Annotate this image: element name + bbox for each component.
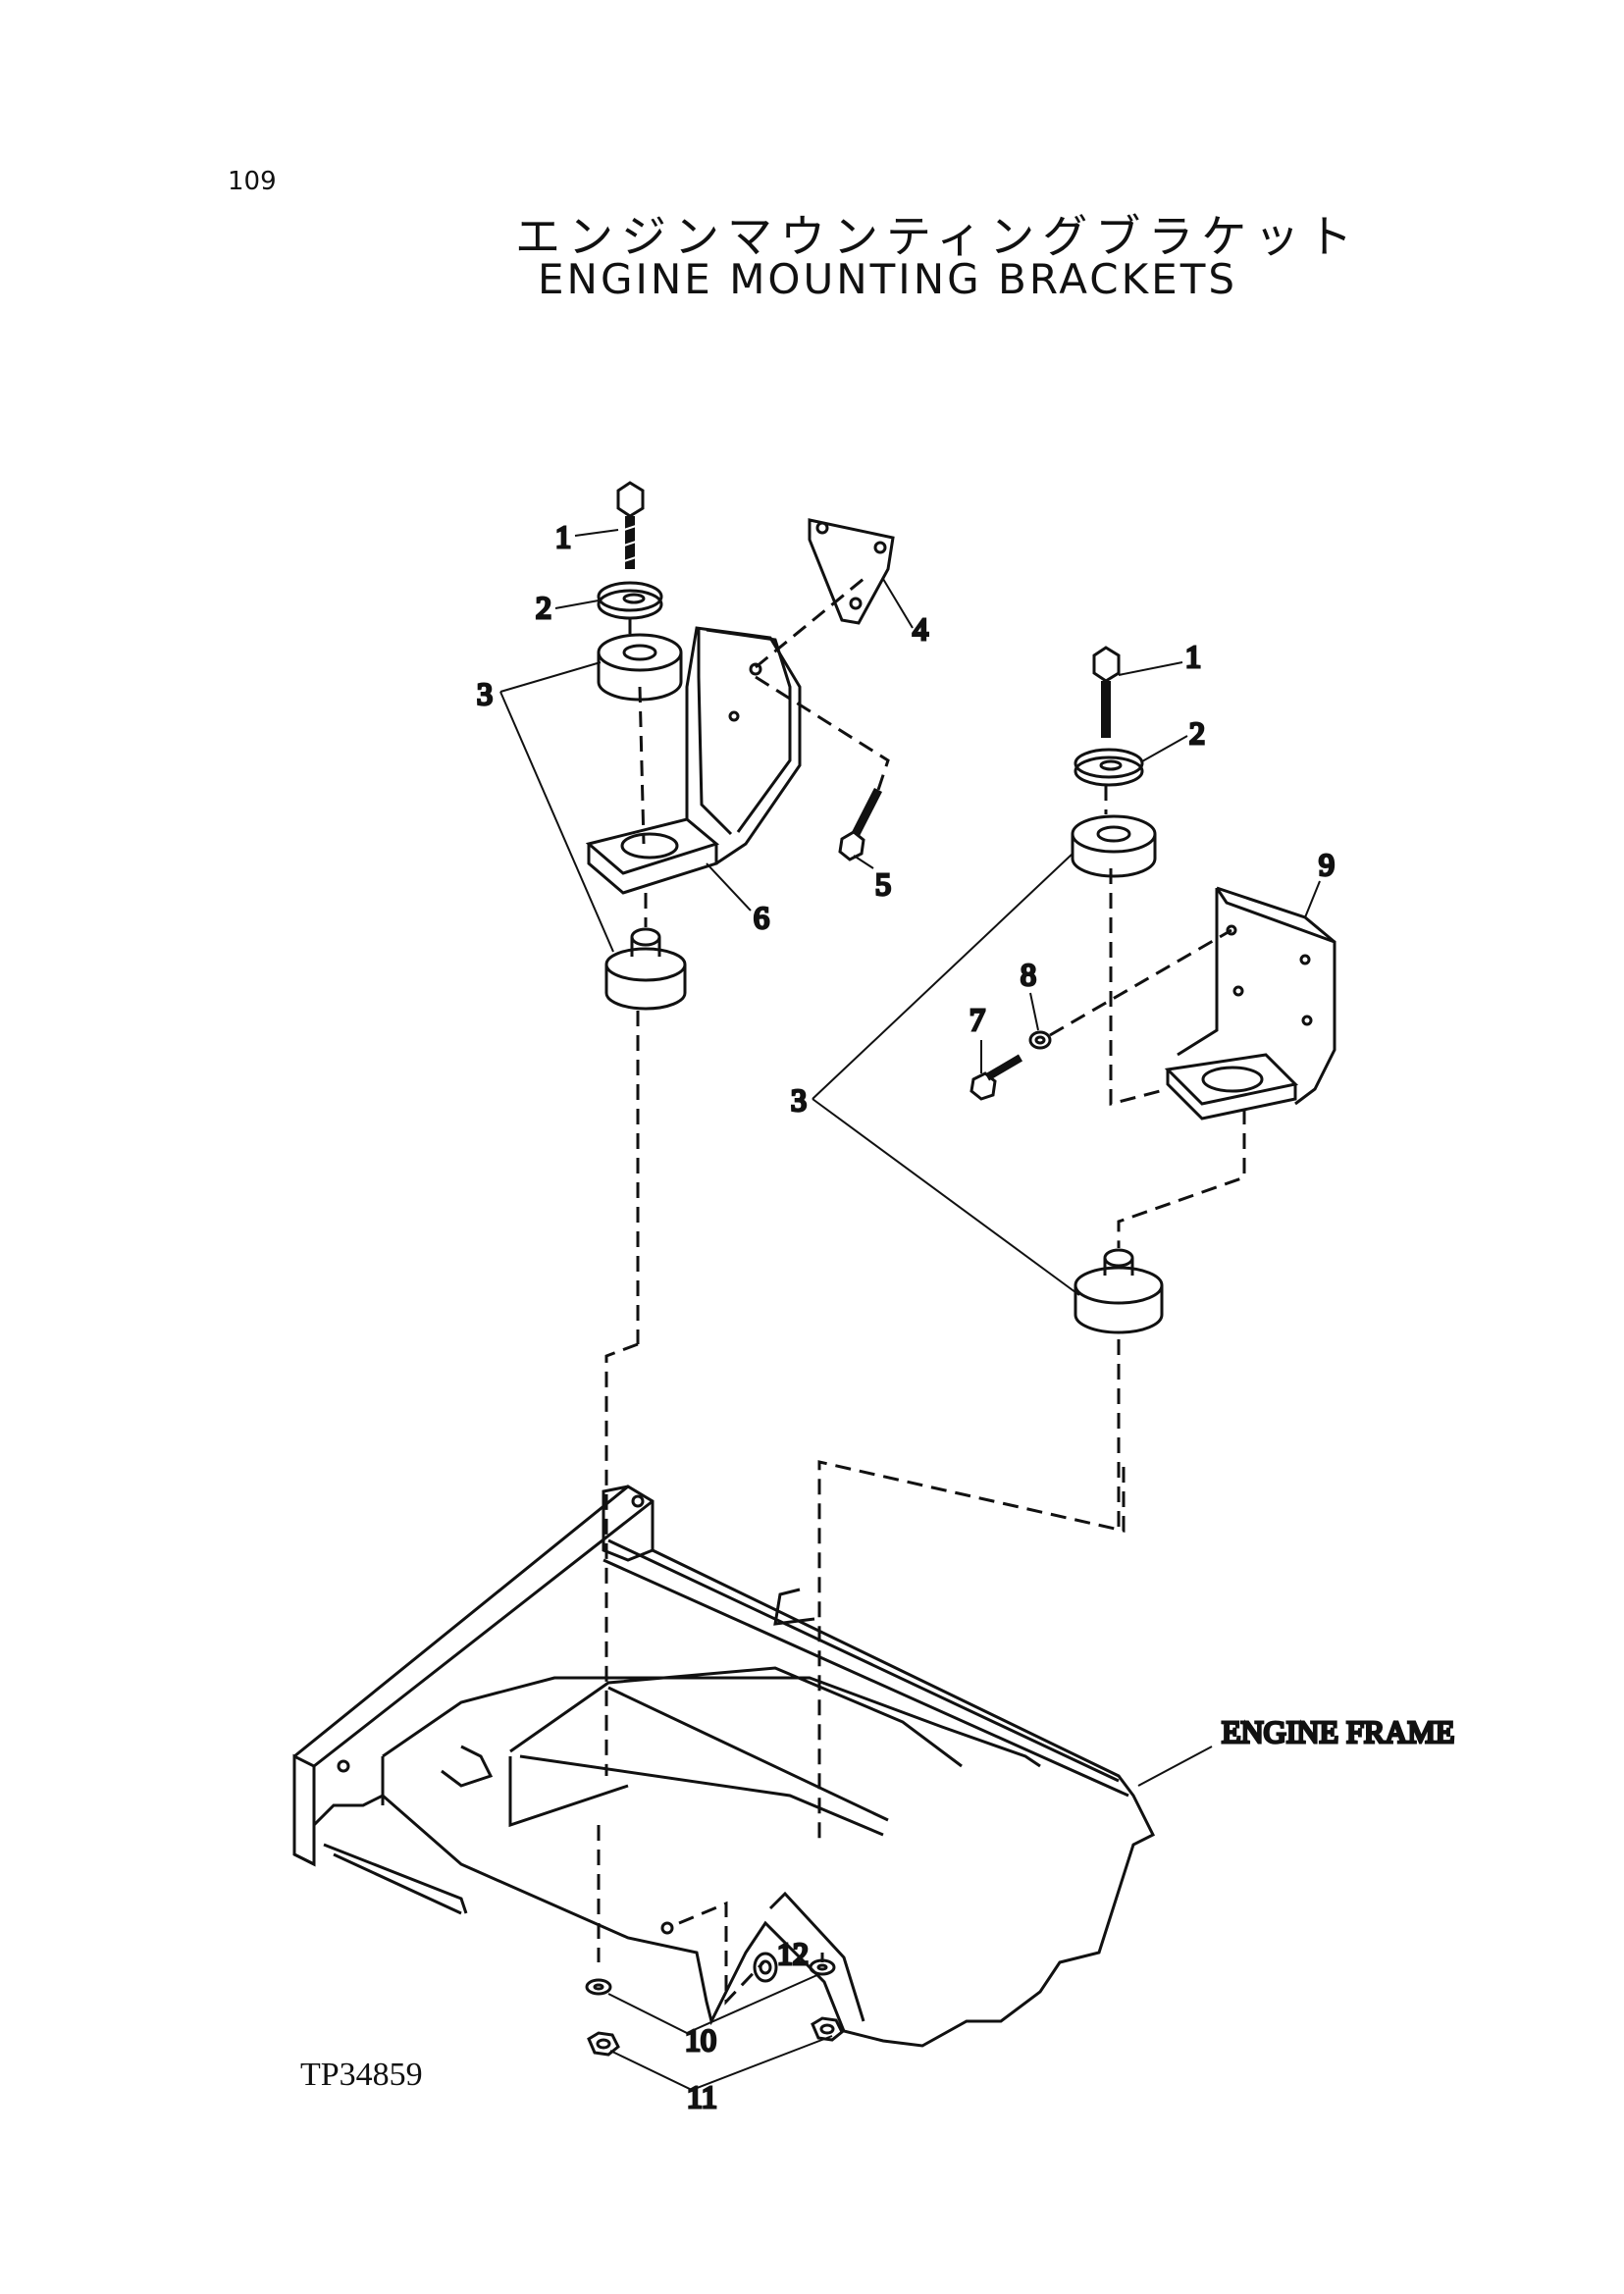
callout-11: 11	[687, 2079, 717, 2114]
engine-frame-label: ENGINE FRAME	[1222, 1714, 1454, 1749]
callout-9: 9	[1319, 847, 1335, 882]
page-title-japanese: エンジンマウンティングブラケット	[515, 210, 1361, 263]
callout-2-left: 2	[536, 590, 551, 625]
drawing-code: TP34859	[300, 2057, 423, 2093]
callout-6: 6	[754, 900, 769, 935]
engine-frame	[292, 1485, 1156, 2048]
washer-left	[597, 581, 663, 620]
nut-bottom-left	[587, 2031, 620, 2057]
cushion-upper-right	[1071, 814, 1157, 878]
callout-2-right: 2	[1189, 715, 1205, 751]
engine-mount-left	[604, 927, 687, 1011]
callout-10: 10	[685, 2022, 716, 2058]
engine-mount-right	[1074, 1248, 1164, 1334]
guide-lines-right	[817, 785, 1246, 1845]
washer-small-right	[1028, 1030, 1052, 1050]
callout-1-right: 1	[1185, 639, 1201, 674]
page-number: 109	[228, 167, 277, 196]
bracket-left	[585, 626, 802, 895]
callout-5: 5	[875, 866, 891, 902]
callout-4: 4	[913, 611, 928, 647]
bolt-right	[1092, 646, 1121, 738]
callout-7: 7	[969, 1002, 985, 1037]
callout-12: 12	[777, 1936, 809, 1971]
callout-8: 8	[1021, 957, 1036, 992]
guide-lines-bottom	[678, 1901, 824, 2006]
washer-bottom-left	[585, 1978, 612, 1996]
leader-lines	[499, 529, 1321, 2092]
callout-1-left: 1	[555, 519, 571, 554]
washer-bottom-right	[809, 1958, 836, 1976]
bracket-right	[1164, 886, 1336, 1121]
bolt-small-right	[969, 1054, 1023, 1101]
plate-triangle	[808, 518, 895, 625]
nut-bottom-right	[811, 2016, 844, 2042]
callout-3-left: 3	[477, 676, 493, 711]
page-title-english: ENGINE MOUNTING BRACKETS	[538, 255, 1238, 303]
bolt-left	[616, 481, 645, 569]
callout-3-right: 3	[791, 1082, 807, 1118]
guide-lines-left	[597, 577, 890, 1962]
washer-right	[1074, 748, 1144, 787]
plug-12	[753, 1952, 778, 1983]
bolt-small-left	[838, 787, 883, 861]
